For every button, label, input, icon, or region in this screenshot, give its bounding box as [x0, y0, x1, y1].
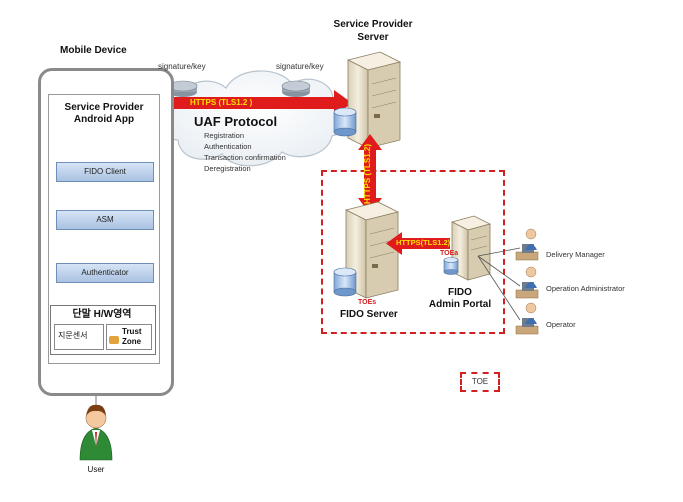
- https-label-vertical: HTTPS (TLS1.2): [363, 143, 372, 204]
- mobile-device-title: Mobile Device: [60, 45, 127, 56]
- hw-area-label: 단말 H/W영역: [72, 309, 132, 320]
- router-icon-right: [281, 80, 311, 97]
- fido-database-icon: [333, 267, 357, 297]
- sp-server-label-line1: Service Provider: [333, 19, 413, 30]
- app-label-line1: Service Provider: [64, 102, 144, 113]
- fido-server-label: FIDO Server: [340, 309, 398, 320]
- uaf-op-registration: Registration: [204, 131, 245, 140]
- person-icon-delivery-manager: [515, 228, 539, 261]
- https-label-horizontal: HTTPS (TLS1.2 ): [190, 98, 253, 107]
- authenticator-box: Authenticator: [56, 263, 154, 283]
- person-icon-operator: [515, 302, 539, 335]
- admin-portal-toe-tag: TOEa: [440, 250, 459, 257]
- signature-label-left: signature/key: [158, 62, 206, 71]
- sp-database-icon: [333, 107, 357, 137]
- signature-label-right: signature/key: [276, 62, 324, 71]
- user-icon: [79, 404, 113, 461]
- person-icon-operation-administrator: [515, 266, 539, 299]
- asm-box: ASM: [56, 210, 154, 230]
- uaf-protocol-title: UAF Protocol: [194, 114, 278, 129]
- toe-legend: TOE: [460, 372, 500, 392]
- operator-label-delivery-manager: Delivery Manager: [546, 250, 605, 259]
- toe-boundary: [321, 170, 505, 334]
- fido-server-toe-tag: TOEs: [358, 299, 377, 306]
- trust-zone-label-line2: Zone: [122, 337, 142, 346]
- https-label-admin: HTTPS(TLS1.2): [396, 238, 451, 247]
- sp-server-label-line2: Server: [357, 32, 389, 43]
- admin-database-icon: [443, 257, 459, 275]
- chip-icon: [109, 336, 119, 344]
- https-arrow-admin: [386, 232, 450, 255]
- trust-zone-box: [106, 324, 152, 350]
- admin-portal-label-line2: Admin Portal: [428, 299, 492, 310]
- uaf-op-deregistration: Deregistration: [204, 164, 251, 173]
- trust-zone-label-line1: Trust: [122, 327, 142, 336]
- sp-server-icon: [346, 51, 402, 149]
- uaf-op-authentication: Authentication: [204, 142, 252, 151]
- uaf-op-transaction-confirmation: Transaction confirmation: [204, 153, 286, 162]
- fingerprint-sensor-label: 지문센서: [58, 331, 88, 340]
- router-icon-left: [168, 80, 198, 97]
- app-label-line2: Android App: [73, 114, 135, 125]
- operator-label-operation-administrator: Operation Administrator: [546, 284, 625, 293]
- user-label: User: [87, 465, 105, 474]
- operator-label-operator: Operator: [546, 320, 576, 329]
- operator-connectors: [477, 247, 521, 321]
- admin-portal-label-line1: FIDO: [448, 287, 472, 298]
- fingerprint-sensor-box: [54, 324, 104, 350]
- fido-client-box: FIDO Client: [56, 162, 154, 182]
